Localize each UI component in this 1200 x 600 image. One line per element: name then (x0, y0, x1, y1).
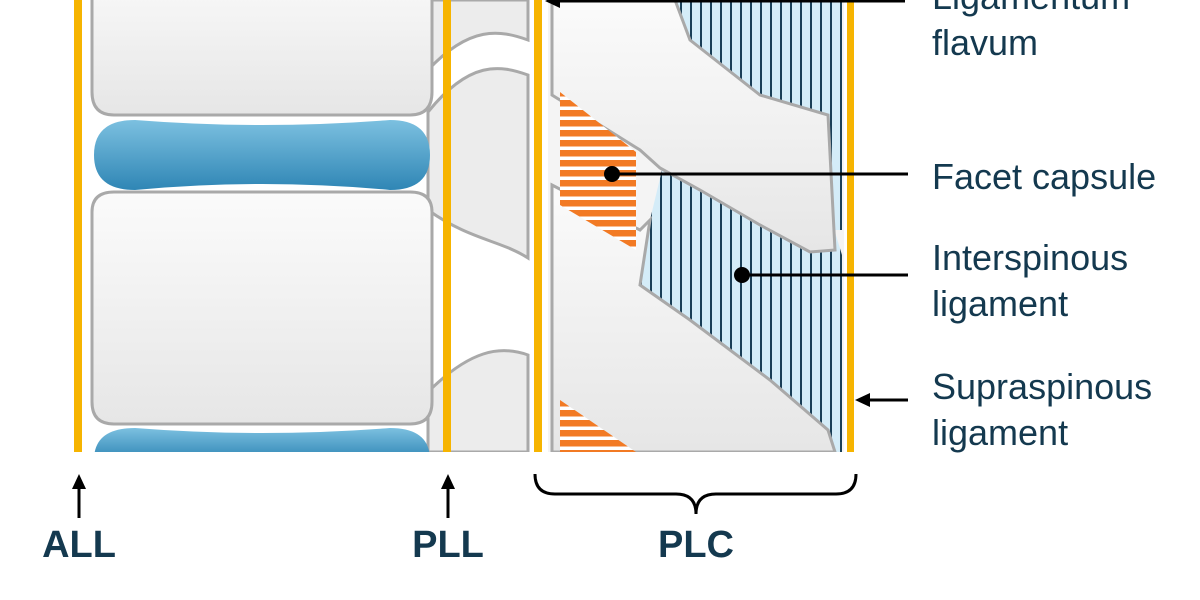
pedicle-bridge-middle (426, 67, 530, 261)
label-interspinous-ligament: Interspinous ligament (932, 237, 1129, 324)
label-all: ALL (42, 524, 116, 566)
supraspinous-ligament-line (847, 0, 854, 452)
anterior-longitudinal-ligament (74, 0, 82, 452)
label-pll: PLL (412, 524, 484, 566)
intervertebral-disc-upper (94, 120, 430, 190)
plc-bracket (533, 473, 858, 515)
intervertebral-disc-lower (94, 428, 430, 452)
vertebral-body-middle (90, 190, 434, 426)
interspinous-ligament-upper (665, 0, 842, 230)
vertebral-body-upper (90, 0, 434, 117)
ligamentum-flavum-line (534, 0, 542, 452)
leader-supraspinous-ligament (855, 393, 908, 407)
arrow-all (72, 474, 86, 518)
pedicle-bridge-upper (426, 0, 530, 74)
leader-facet-capsule (604, 166, 908, 182)
facet-capsule-upper (560, 92, 636, 250)
leader-ligamentum-flavum (545, 0, 905, 8)
posterior-longitudinal-ligament (443, 0, 451, 452)
label-facet-capsule: Facet capsule (932, 156, 1157, 197)
facet-capsule-lower (560, 400, 636, 452)
label-plc: PLC (658, 524, 734, 566)
label-ligamentum-flavum: Ligamentum flavum (932, 0, 1130, 63)
label-supraspinous-ligament: Supraspinous ligament (932, 366, 1153, 453)
arrow-pll (441, 474, 455, 518)
leader-interspinous-ligament (734, 267, 908, 283)
